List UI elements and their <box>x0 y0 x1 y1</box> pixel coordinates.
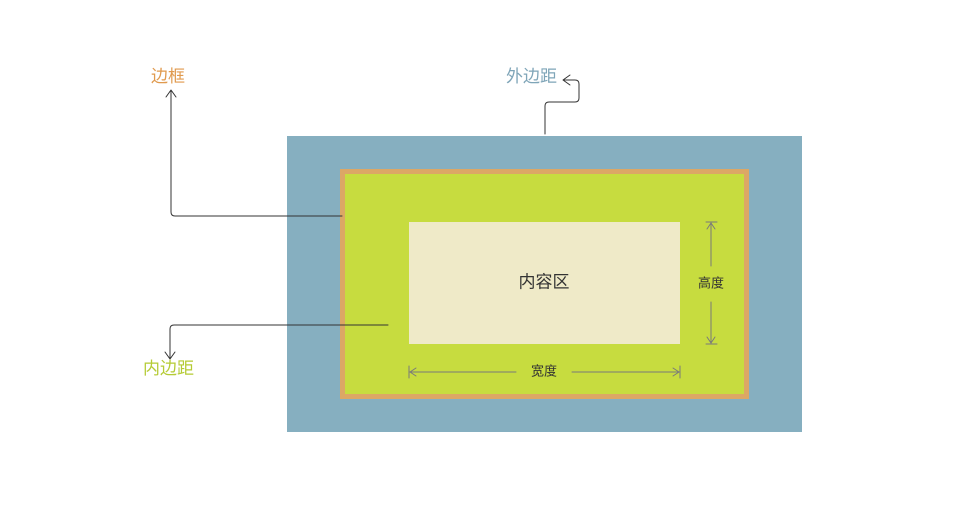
label-margin: 外边距 <box>506 67 557 87</box>
padding-leader-arrowhead <box>164 351 176 360</box>
label-border: 边框 <box>151 67 185 87</box>
margin-leader-arrowhead <box>562 74 571 86</box>
width-dimension-right-arrowhead <box>672 367 680 377</box>
width-dimension-left-arrowhead <box>409 367 417 377</box>
label-padding: 内边距 <box>143 359 194 379</box>
content-area <box>409 222 680 344</box>
height-dimension-bottom-arrowhead <box>706 336 716 344</box>
border-leader-line <box>170 90 343 217</box>
border-leader-arrowhead <box>165 89 177 98</box>
height-dimension-top-arrowhead <box>706 222 716 230</box>
label-height: 高度 <box>697 276 725 292</box>
padding-leader-line <box>169 324 389 359</box>
label-width: 宽度 <box>530 364 558 380</box>
label-content: 内容区 <box>518 272 570 293</box>
margin-leader-line <box>544 79 580 135</box>
